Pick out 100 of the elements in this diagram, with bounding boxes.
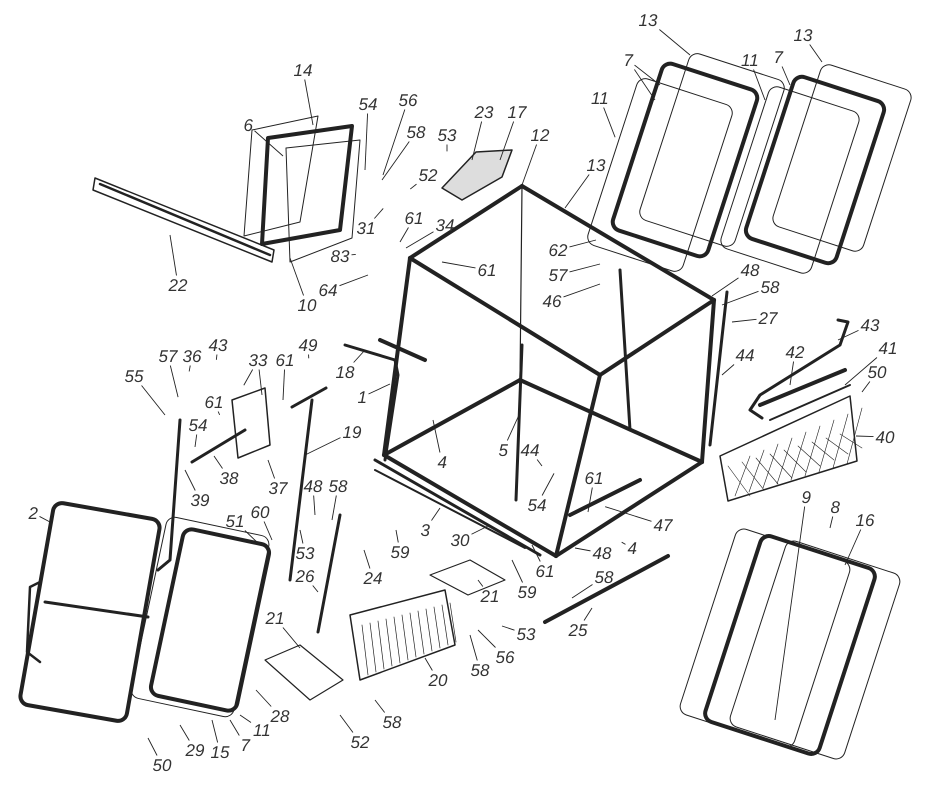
leader-line xyxy=(368,384,390,394)
leader-line xyxy=(500,121,514,160)
callout-number: 28 xyxy=(270,708,290,724)
callout-number: 44 xyxy=(520,442,540,458)
leader-line xyxy=(471,524,490,535)
leader-line xyxy=(230,720,240,736)
callout-number: 13 xyxy=(586,156,606,174)
leader-line xyxy=(170,365,179,398)
callout-number: 50 xyxy=(866,364,888,380)
leader-line xyxy=(214,456,223,469)
leader-line xyxy=(39,516,50,522)
callout-number: 36 xyxy=(182,348,202,364)
callout-number: 55 xyxy=(124,368,144,384)
leader-line xyxy=(844,529,862,566)
callout-number: 3 xyxy=(420,522,431,538)
leader-line xyxy=(478,630,496,648)
leader-line xyxy=(634,64,660,86)
callout-number: 19 xyxy=(342,424,362,440)
callout-number: 54 xyxy=(188,416,208,434)
leader-line xyxy=(382,109,406,176)
leader-line xyxy=(340,714,354,733)
leader-line xyxy=(862,381,870,392)
callout-number: 51 xyxy=(224,512,246,530)
callout-number: 52 xyxy=(418,166,438,184)
leader-line xyxy=(353,350,366,363)
leader-line xyxy=(830,516,834,528)
callout-number: 24 xyxy=(362,570,384,586)
leader-line xyxy=(563,284,600,298)
callout-number: 58 xyxy=(594,568,614,586)
leader-line xyxy=(446,144,448,152)
leader-line xyxy=(218,411,220,416)
leader-line xyxy=(431,508,440,521)
callout-number: 30 xyxy=(450,532,470,548)
callout-number: 16 xyxy=(854,512,876,528)
leader-line xyxy=(188,365,191,372)
leader-line xyxy=(339,274,368,286)
leader-line xyxy=(856,436,874,438)
callout-number: 13 xyxy=(792,26,814,44)
leader-line xyxy=(634,69,656,100)
leader-line xyxy=(332,495,337,520)
callout-number: 61 xyxy=(584,470,604,486)
leader-line xyxy=(574,548,591,552)
callout-number: 44 xyxy=(734,346,756,364)
leader-line xyxy=(304,79,314,126)
leader-line xyxy=(243,369,254,386)
leader-line xyxy=(809,44,822,62)
callout-number: 48 xyxy=(592,544,612,562)
callout-number: 58 xyxy=(470,662,490,678)
callout-number: 22 xyxy=(168,276,188,294)
leader-line xyxy=(722,364,735,376)
leader-line xyxy=(308,354,310,359)
callout-number: 59 xyxy=(390,544,410,560)
callout-number: 57 xyxy=(548,266,568,284)
callout-number: 15 xyxy=(210,744,230,760)
leader-line xyxy=(478,580,484,587)
leader-line xyxy=(569,264,600,272)
callout-number: 49 xyxy=(298,336,318,354)
callout-number: 57 xyxy=(158,348,178,364)
callout-number: 29 xyxy=(184,742,206,758)
callout-number: 26 xyxy=(294,568,316,584)
leader-line xyxy=(148,738,158,756)
callout-number: 53 xyxy=(436,126,458,144)
leader-line xyxy=(774,506,806,720)
callout-number: 54 xyxy=(358,96,378,112)
leader-line xyxy=(512,560,523,583)
callout-number: 31 xyxy=(356,220,376,236)
callout-number: 11 xyxy=(740,52,760,68)
callout-number: 33 xyxy=(248,352,268,368)
leader-line xyxy=(506,414,520,441)
callout-number: 7 xyxy=(622,52,634,68)
leader-line xyxy=(569,240,596,248)
callout-number: 58 xyxy=(382,714,402,730)
callout-number: 58 xyxy=(328,478,348,494)
leader-line xyxy=(382,141,410,180)
callout-number: 14 xyxy=(292,62,314,78)
leader-line xyxy=(604,506,652,522)
leader-line xyxy=(472,121,482,160)
leader-line xyxy=(584,608,592,621)
callout-number: 21 xyxy=(264,610,286,626)
callout-number: 7 xyxy=(240,736,251,754)
leader-line xyxy=(532,544,541,562)
leader-line xyxy=(282,369,285,400)
callout-number: 38 xyxy=(218,470,240,486)
callout-number: 59 xyxy=(516,584,538,600)
leader-line xyxy=(844,357,878,386)
leader-line xyxy=(603,107,616,138)
leader-line xyxy=(536,459,542,466)
leader-line xyxy=(424,658,433,671)
callout-number: 6 xyxy=(242,116,254,134)
callout-number: 27 xyxy=(758,310,778,326)
callout-number: 8 xyxy=(830,498,841,516)
callout-number: 25 xyxy=(568,622,588,638)
leader-line xyxy=(256,690,272,707)
callout-number: 11 xyxy=(252,722,272,738)
leader-line xyxy=(194,434,198,448)
callout-number: 4 xyxy=(626,540,638,556)
callout-number: 11 xyxy=(590,90,610,106)
callout-number: 37 xyxy=(268,480,288,496)
callout-number: 64 xyxy=(318,282,338,298)
callout-number: 5 xyxy=(498,442,509,458)
